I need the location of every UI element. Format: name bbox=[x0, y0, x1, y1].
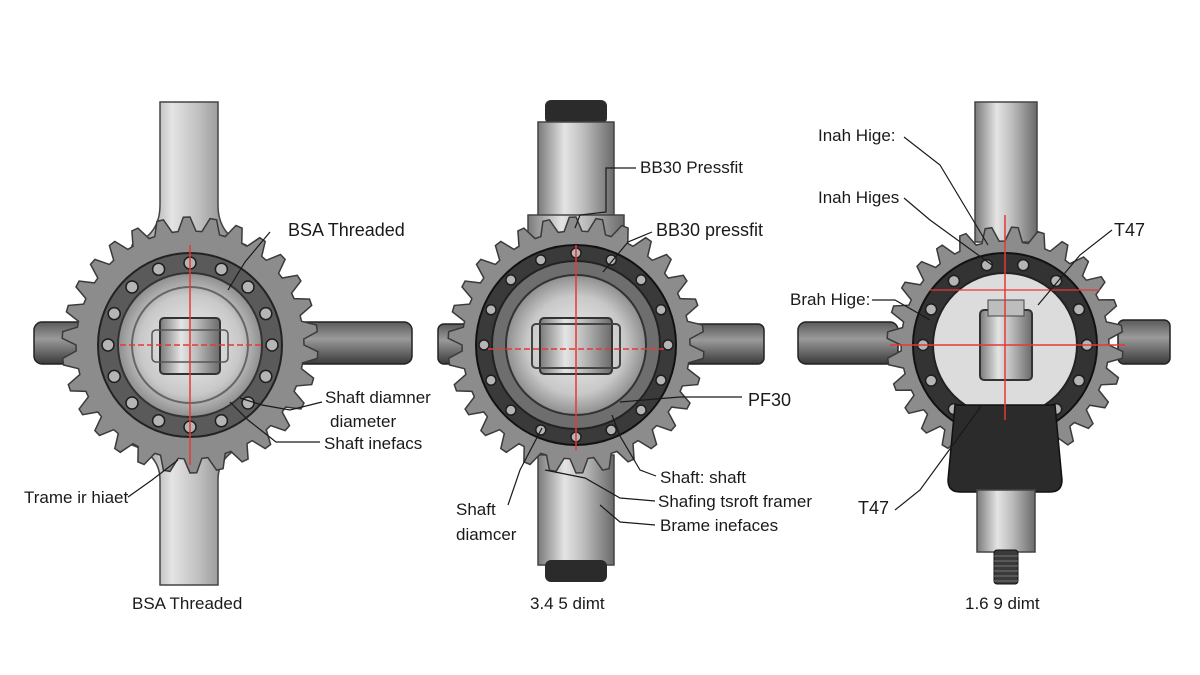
bolt bbox=[151, 262, 166, 276]
label-bsa-interface: Shaft inefacs bbox=[324, 434, 423, 453]
bolt bbox=[924, 303, 938, 316]
bolt bbox=[107, 306, 121, 321]
bolt bbox=[505, 404, 517, 416]
label-pf30: PF30 bbox=[748, 390, 792, 410]
leader-lines bbox=[127, 136, 1113, 526]
label-t47-hinge-3: Brah Hige: bbox=[790, 290, 871, 309]
bolt bbox=[605, 424, 617, 436]
label-bb30-pressfit-top: BB30 Pressfit bbox=[640, 158, 743, 177]
bolt bbox=[1016, 258, 1030, 272]
bolt bbox=[635, 274, 647, 286]
bolt bbox=[214, 262, 229, 276]
t47-unit bbox=[797, 101, 1171, 585]
t47-thread-end bbox=[993, 549, 1019, 585]
bolt bbox=[485, 304, 497, 316]
label-bb30-shaft-1: Shaft bbox=[456, 500, 496, 519]
label-bb30-brame: Brame inefaces bbox=[660, 516, 779, 535]
bolt bbox=[635, 404, 647, 416]
bolt bbox=[125, 280, 139, 294]
bolt bbox=[101, 338, 115, 352]
bolt bbox=[1072, 374, 1086, 387]
bolt bbox=[605, 254, 617, 266]
caption-bsa-threaded: BSA Threaded bbox=[132, 594, 243, 613]
bolt bbox=[655, 374, 667, 386]
caption-bb30: 3.4 5 dimt bbox=[530, 594, 605, 613]
label-bb30-pressfit: BB30 pressfit bbox=[656, 220, 764, 240]
bsa-unit bbox=[33, 101, 413, 586]
bolt bbox=[535, 254, 547, 266]
bolt bbox=[151, 414, 166, 428]
bolt bbox=[241, 280, 255, 294]
label-bsa-shaft-1: Shaft diamner bbox=[325, 388, 431, 407]
label-bb30-shafing: Shafing tsroft framer bbox=[658, 492, 813, 511]
label-t47-hinge-2: Inah Higes bbox=[818, 188, 900, 207]
bb30-bottom-cap bbox=[545, 560, 607, 582]
label-t47-top: T47 bbox=[1114, 220, 1146, 240]
bolt bbox=[947, 274, 961, 288]
label-bsa-shaft-2: diameter bbox=[330, 412, 397, 431]
label-bsa-frame: Trame ir hiaet bbox=[24, 488, 129, 507]
bolt bbox=[924, 374, 938, 387]
label-bb30-shaft-shaft: Shaft: shaft bbox=[660, 468, 746, 487]
label-t47-hinge-1: Inah Hige: bbox=[818, 126, 896, 145]
bb30-top-cap bbox=[545, 100, 607, 124]
bolt bbox=[259, 369, 273, 384]
t47-housing bbox=[947, 404, 1063, 493]
t47-tube-top bbox=[974, 101, 1038, 243]
bolt bbox=[478, 339, 490, 351]
t47-axle-left bbox=[797, 321, 899, 365]
bolt bbox=[485, 374, 497, 386]
caption-t47: 1.6 9 dimt bbox=[965, 594, 1040, 613]
bolt bbox=[980, 258, 994, 272]
label-bb30-shaft-2: diamcer bbox=[456, 525, 517, 544]
label-t47-bottom: T47 bbox=[858, 498, 890, 518]
bolt bbox=[107, 369, 121, 384]
label-bsa-threaded-top: BSA Threaded bbox=[288, 220, 405, 240]
bolt bbox=[125, 396, 139, 410]
t47-axle-right bbox=[1117, 319, 1171, 365]
bolt bbox=[1049, 274, 1063, 288]
bolt bbox=[662, 339, 674, 351]
t47-tube-bottom bbox=[976, 489, 1036, 553]
bolt bbox=[505, 274, 517, 286]
bolt bbox=[1072, 303, 1086, 316]
bolt bbox=[265, 338, 279, 352]
bb30-unit bbox=[437, 100, 765, 582]
bb30-tube-top bbox=[537, 121, 615, 221]
bolt bbox=[214, 414, 229, 428]
bolt bbox=[259, 306, 273, 321]
bolt bbox=[655, 304, 667, 316]
